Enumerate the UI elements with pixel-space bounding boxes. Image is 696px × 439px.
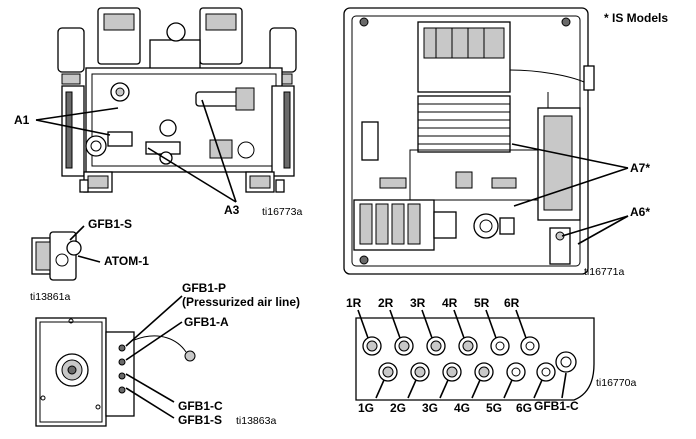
port-5r-bore xyxy=(495,341,505,351)
leader-gfb1-c-right xyxy=(561,372,567,399)
label-a6: A6* xyxy=(630,205,650,219)
label-2g: 2G xyxy=(390,401,406,415)
figure-ref-top-right: ti16771a xyxy=(584,266,624,278)
label-3r: 3R xyxy=(410,296,426,310)
leader-5r xyxy=(485,309,497,339)
atom-1-leader xyxy=(77,255,101,263)
label-4g: 4G xyxy=(454,401,470,415)
gfb1-c-left-leader xyxy=(125,373,175,403)
label-5r: 5R xyxy=(474,296,490,310)
leader-2r xyxy=(389,309,401,339)
label-4r: 4R xyxy=(442,296,458,310)
label-1r: 1R xyxy=(346,296,362,310)
a7-leader-lower xyxy=(513,167,629,207)
label-gfb1-s-top: GFB1-S xyxy=(88,217,132,231)
port-6g-bore xyxy=(541,367,551,377)
a3-leader-lower xyxy=(147,147,237,203)
atomizing-fitting-drawing xyxy=(31,231,82,281)
a1-leader-upper xyxy=(35,107,119,121)
a7-leader-upper xyxy=(511,143,629,169)
figure-ref-bottom-left: ti13863a xyxy=(236,415,276,427)
label-6g: 6G xyxy=(516,401,532,415)
label-gfb1-a: GFB1-A xyxy=(184,315,229,329)
control-box-interior-drawing xyxy=(343,7,595,275)
port-2r-bore xyxy=(398,340,410,352)
label-a3: A3 xyxy=(224,203,240,217)
a6-leader-lower xyxy=(577,215,629,245)
label-gfb1-p-desc: (Pressurized air line) xyxy=(182,295,300,309)
label-6r: 6R xyxy=(504,296,520,310)
port-6r xyxy=(520,336,540,356)
label-2r: 2R xyxy=(378,296,394,310)
leader-1r xyxy=(357,309,369,339)
port-3g-bore xyxy=(446,366,458,378)
label-gfb1-c-left: GFB1-C xyxy=(178,399,223,413)
gfb1-p-leader xyxy=(125,295,183,347)
port-4g-bore xyxy=(478,366,490,378)
figure-ref-bottom-right: ti16770a xyxy=(596,377,636,389)
port-gfb1-c xyxy=(555,351,577,373)
port-6g xyxy=(536,362,556,382)
label-a1: A1 xyxy=(14,113,30,127)
label-gfb1-p: GFB1-P xyxy=(182,281,226,295)
port-1r-bore xyxy=(366,340,378,352)
port-6r-bore xyxy=(525,341,535,351)
port-panel-ports: 1R 2R 3R 4R 5R 6R 1G 2G 3G 4G 5G 6G xyxy=(346,296,577,415)
figure-ref-middle-left: ti13861a xyxy=(30,291,70,303)
port-4r-bore xyxy=(462,340,474,352)
leader-3r xyxy=(421,309,433,339)
leader-1g xyxy=(375,379,385,399)
label-1g: 1G xyxy=(358,401,374,415)
port-2g-bore xyxy=(414,366,426,378)
leader-6g xyxy=(533,379,543,399)
label-5g: 5G xyxy=(486,401,502,415)
enclosure-side-drawing xyxy=(35,317,196,427)
gfb1-s-top-leader xyxy=(69,225,85,241)
label-gfb1-c-right: GFB1-C xyxy=(534,399,579,413)
gfb1-s-bottom-leader xyxy=(125,387,175,419)
label-gfb1-s-bottom: GFB1-S xyxy=(178,413,222,427)
a6-leader-upper xyxy=(561,215,629,237)
manifold-assembly-drawing xyxy=(57,7,297,193)
label-3g: 3G xyxy=(422,401,438,415)
leader-3g xyxy=(439,379,449,399)
port-1g-bore xyxy=(382,366,394,378)
a1-leader-lower xyxy=(35,119,111,136)
leader-4r xyxy=(453,309,465,339)
label-atom-1: ATOM-1 xyxy=(104,254,149,268)
port-5g-bore xyxy=(511,367,521,377)
label-a7: A7* xyxy=(630,161,650,175)
gfb1-a-leader xyxy=(125,321,183,361)
port-5r xyxy=(490,336,510,356)
leader-4g xyxy=(471,379,481,399)
port-5g xyxy=(506,362,526,382)
leader-6r xyxy=(515,309,527,339)
a3-leader-upper xyxy=(201,99,237,203)
figure-ref-top-left: ti16773a xyxy=(262,206,302,218)
port-3r-bore xyxy=(430,340,442,352)
port-gfb1-c-bore xyxy=(560,356,572,368)
leader-2g xyxy=(407,379,417,399)
is-models-note: * IS Models xyxy=(604,11,668,25)
leader-5g xyxy=(503,379,513,399)
